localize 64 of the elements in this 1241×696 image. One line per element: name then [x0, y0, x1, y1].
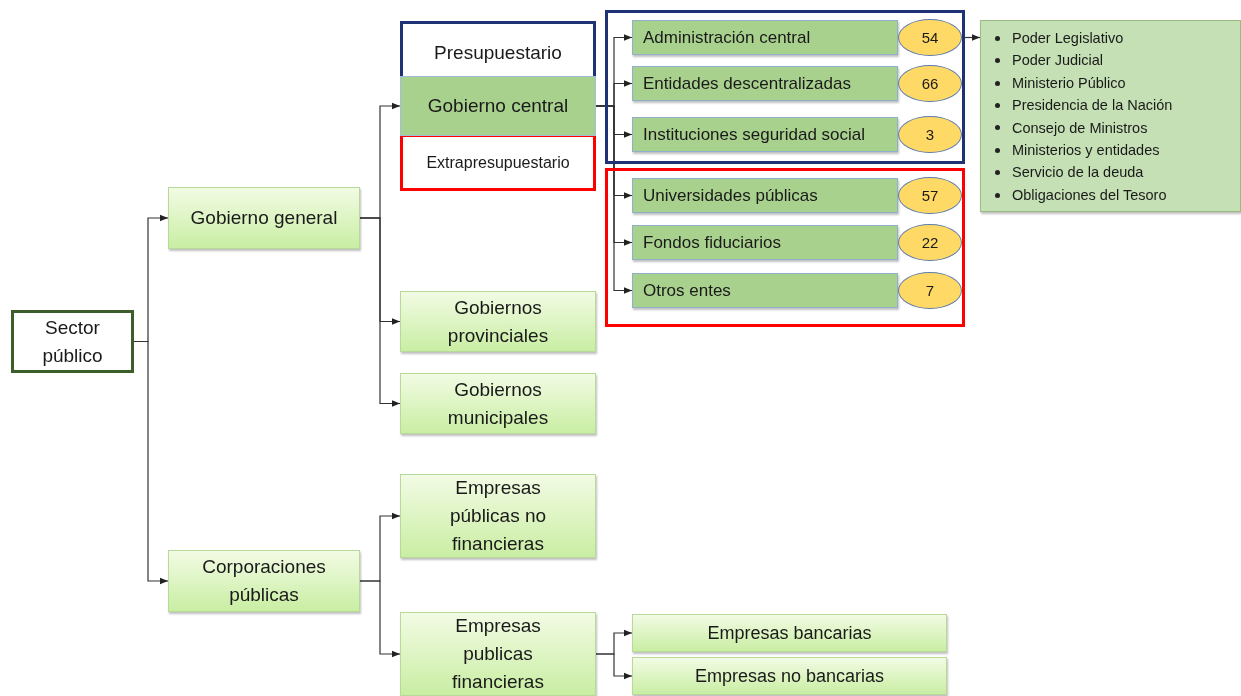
- box-label: Empresas públicas no financieras: [448, 476, 548, 556]
- list-item: Ministerio Público: [1012, 73, 1126, 93]
- category-box: [632, 614, 947, 652]
- box-label: Presupuestario: [434, 42, 562, 64]
- count-oval: [898, 177, 962, 214]
- entity-bar: [632, 178, 898, 213]
- count-oval: [898, 224, 962, 261]
- entity-bar: [632, 225, 898, 260]
- category-box: [400, 373, 596, 434]
- category-box: [168, 187, 360, 249]
- box-label: Gobiernos provinciales: [446, 295, 550, 348]
- category-box: [400, 474, 596, 558]
- count-oval: [898, 116, 962, 153]
- box-label: Entidades descentralizadas: [643, 73, 851, 94]
- count-oval: [898, 272, 962, 309]
- box-label: Administración central: [643, 27, 811, 48]
- category-box: [400, 291, 596, 352]
- off-budget-box: [400, 134, 596, 191]
- count-label: 3: [925, 126, 935, 143]
- box-label: Empresas bancarias: [707, 622, 872, 644]
- connector-arrow: [359, 217, 401, 407]
- entity-bar: [632, 117, 898, 152]
- list-item: Poder Legislativo: [1012, 29, 1124, 48]
- count-label: 7: [925, 282, 935, 299]
- box-label: Extrapresupuestario: [426, 154, 570, 172]
- group-frame: [605, 168, 965, 327]
- count-oval: [898, 19, 962, 56]
- box-label: Empresas no bancarias: [694, 665, 885, 687]
- category-box: [632, 657, 947, 695]
- count-label: 66: [921, 75, 939, 92]
- entity-bar: [632, 20, 898, 55]
- budget-box: [400, 21, 596, 79]
- box-label: Gobiernos municipales: [446, 377, 550, 430]
- list-item: Poder Judicial: [1012, 51, 1104, 71]
- connector-arrow: [595, 653, 633, 680]
- root-box: [11, 310, 134, 373]
- list-item: Obligaciones del Tesoro: [1012, 185, 1167, 205]
- box-label: Empresas publicas financieras: [451, 614, 545, 694]
- count-label: 57: [921, 187, 939, 204]
- box-label: Gobierno general: [190, 206, 338, 230]
- category-box: [400, 612, 596, 696]
- connector-arrow: [595, 105, 633, 294]
- entity-bar: [632, 273, 898, 308]
- box-label: Otros entes: [643, 280, 731, 301]
- connector-arrow: [359, 580, 401, 658]
- box-label: Gobierno central: [427, 94, 569, 118]
- list-item: Presidencia de la Nación: [1012, 96, 1173, 116]
- list-item: Ministerios y entidades: [1012, 141, 1160, 161]
- highlighted-box: [400, 76, 596, 136]
- list-item: Servicio de la deuda: [1012, 163, 1144, 183]
- box-label: Fondos fiduciarios: [643, 232, 781, 253]
- box-label: Corporaciones públicas: [201, 555, 327, 607]
- category-box: [168, 550, 360, 612]
- count-oval: [898, 65, 962, 102]
- list-box: [980, 20, 1241, 212]
- list-item: Consejo de Ministros: [1012, 118, 1148, 138]
- count-label: 22: [921, 234, 939, 251]
- connector-arrow: [133, 340, 169, 585]
- box-label: Sector público: [41, 315, 104, 368]
- box-label: Universidades públicas: [643, 185, 818, 206]
- group-frame: [605, 10, 965, 164]
- entity-bar: [632, 66, 898, 101]
- box-label: Instituciones seguridad social: [643, 124, 866, 145]
- count-label: 54: [921, 29, 939, 46]
